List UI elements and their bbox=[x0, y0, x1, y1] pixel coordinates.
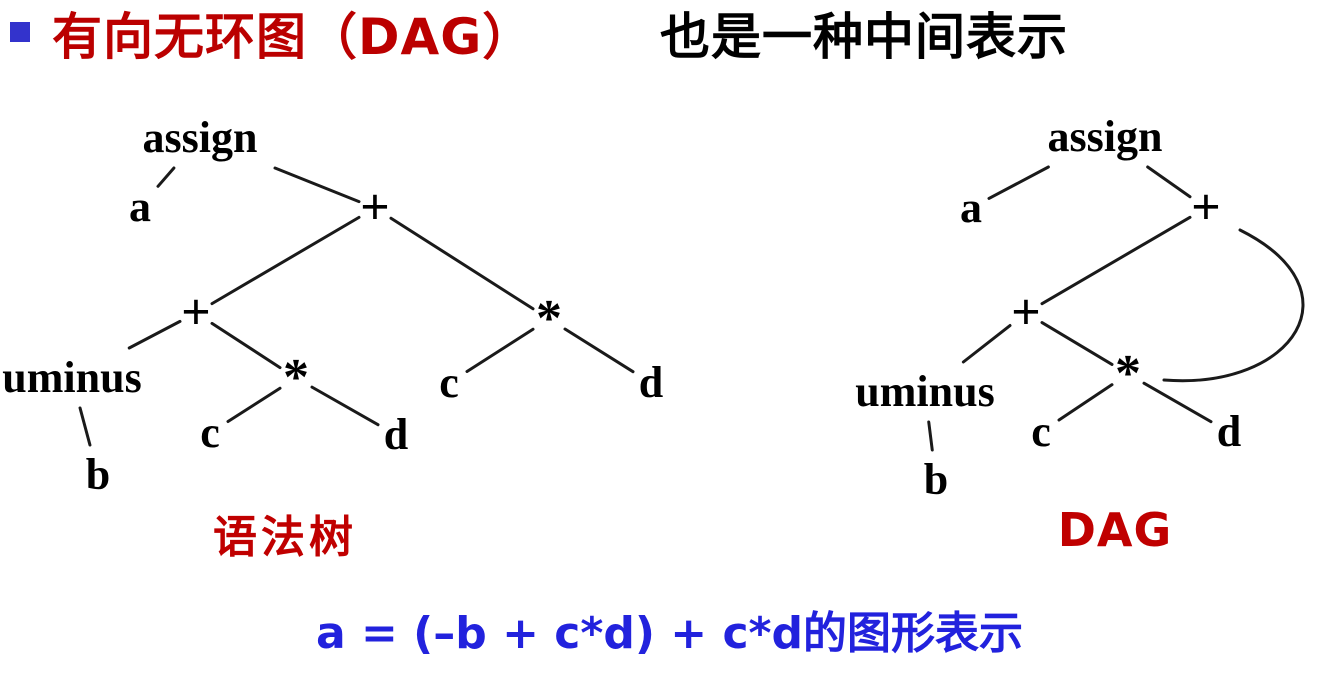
formula-caption: a = (–b + c*d) + c*d的图形表示 bbox=[315, 608, 1024, 659]
edge-syntax-tree-mul2-d2 bbox=[563, 327, 635, 374]
edge-dag-plus1-plus2 bbox=[1040, 215, 1192, 306]
edge-syntax-tree-plus2-uminus bbox=[127, 319, 182, 350]
node-syntax-tree-assign: assign bbox=[142, 113, 258, 162]
node-dag-plus1: + bbox=[1191, 179, 1221, 236]
node-dag-a: a bbox=[960, 183, 982, 232]
edge-dag-plus1-mul bbox=[1162, 228, 1305, 383]
edge-dag-plus2-uminus bbox=[961, 324, 1012, 364]
node-syntax-tree-uminus: uminus bbox=[2, 353, 142, 402]
title-red-segment: 有向无环图（DAG） bbox=[52, 8, 534, 66]
edge-dag-mul-d bbox=[1142, 381, 1213, 424]
node-dag-mul: * bbox=[1115, 345, 1141, 402]
edge-dag-assign-plus1 bbox=[1146, 165, 1192, 199]
node-syntax-tree-a: a bbox=[129, 182, 151, 231]
edge-dag-plus2-mul bbox=[1040, 321, 1114, 366]
node-dag-plus2: + bbox=[1011, 284, 1041, 341]
node-dag-assign: assign bbox=[1047, 112, 1163, 161]
dag-caption: DAG bbox=[1057, 503, 1173, 557]
edge-syntax-tree-uminus-b bbox=[78, 406, 92, 447]
node-syntax-tree-c2: c bbox=[439, 358, 459, 407]
node-syntax-tree-d2: d bbox=[638, 358, 664, 407]
edge-dag-uminus-b bbox=[927, 420, 934, 452]
edge-syntax-tree-mul2-c2 bbox=[465, 327, 535, 373]
slide-title-row: 有向无环图（DAG） 也是一种中间表示 bbox=[0, 0, 1339, 86]
title-black-segment: 也是一种中间表示 bbox=[660, 8, 1068, 66]
edge-syntax-tree-plus2-mul1 bbox=[210, 321, 282, 370]
edge-syntax-tree-plus1-plus2 bbox=[210, 215, 361, 306]
node-syntax-tree-b: b bbox=[85, 450, 111, 499]
node-syntax-tree-plus1: + bbox=[360, 179, 390, 236]
edge-layer bbox=[78, 165, 1305, 452]
node-syntax-tree-plus2: + bbox=[181, 284, 211, 341]
edge-syntax-tree-plus1-mul2 bbox=[389, 216, 535, 311]
edge-dag-assign-a bbox=[987, 165, 1050, 200]
node-dag-d: d bbox=[1216, 407, 1242, 456]
node-syntax-tree-mul2: * bbox=[536, 290, 562, 347]
edge-syntax-tree-mul1-d1 bbox=[310, 385, 380, 427]
node-dag-b: b bbox=[923, 455, 949, 504]
edge-syntax-tree-assign-a bbox=[156, 166, 176, 188]
edge-syntax-tree-mul1-c1 bbox=[226, 386, 282, 423]
node-dag-uminus: uminus bbox=[855, 367, 995, 416]
node-syntax-tree-d1: d bbox=[383, 410, 409, 459]
node-dag-c: c bbox=[1031, 407, 1051, 456]
edge-dag-mul-c bbox=[1057, 383, 1114, 422]
edge-syntax-tree-assign-plus1 bbox=[273, 166, 361, 204]
syntax-tree-caption: 语法树 bbox=[213, 512, 357, 563]
node-syntax-tree-mul1: * bbox=[283, 349, 309, 406]
node-syntax-tree-c1: c bbox=[200, 408, 220, 457]
bullet-square-icon bbox=[10, 22, 30, 42]
